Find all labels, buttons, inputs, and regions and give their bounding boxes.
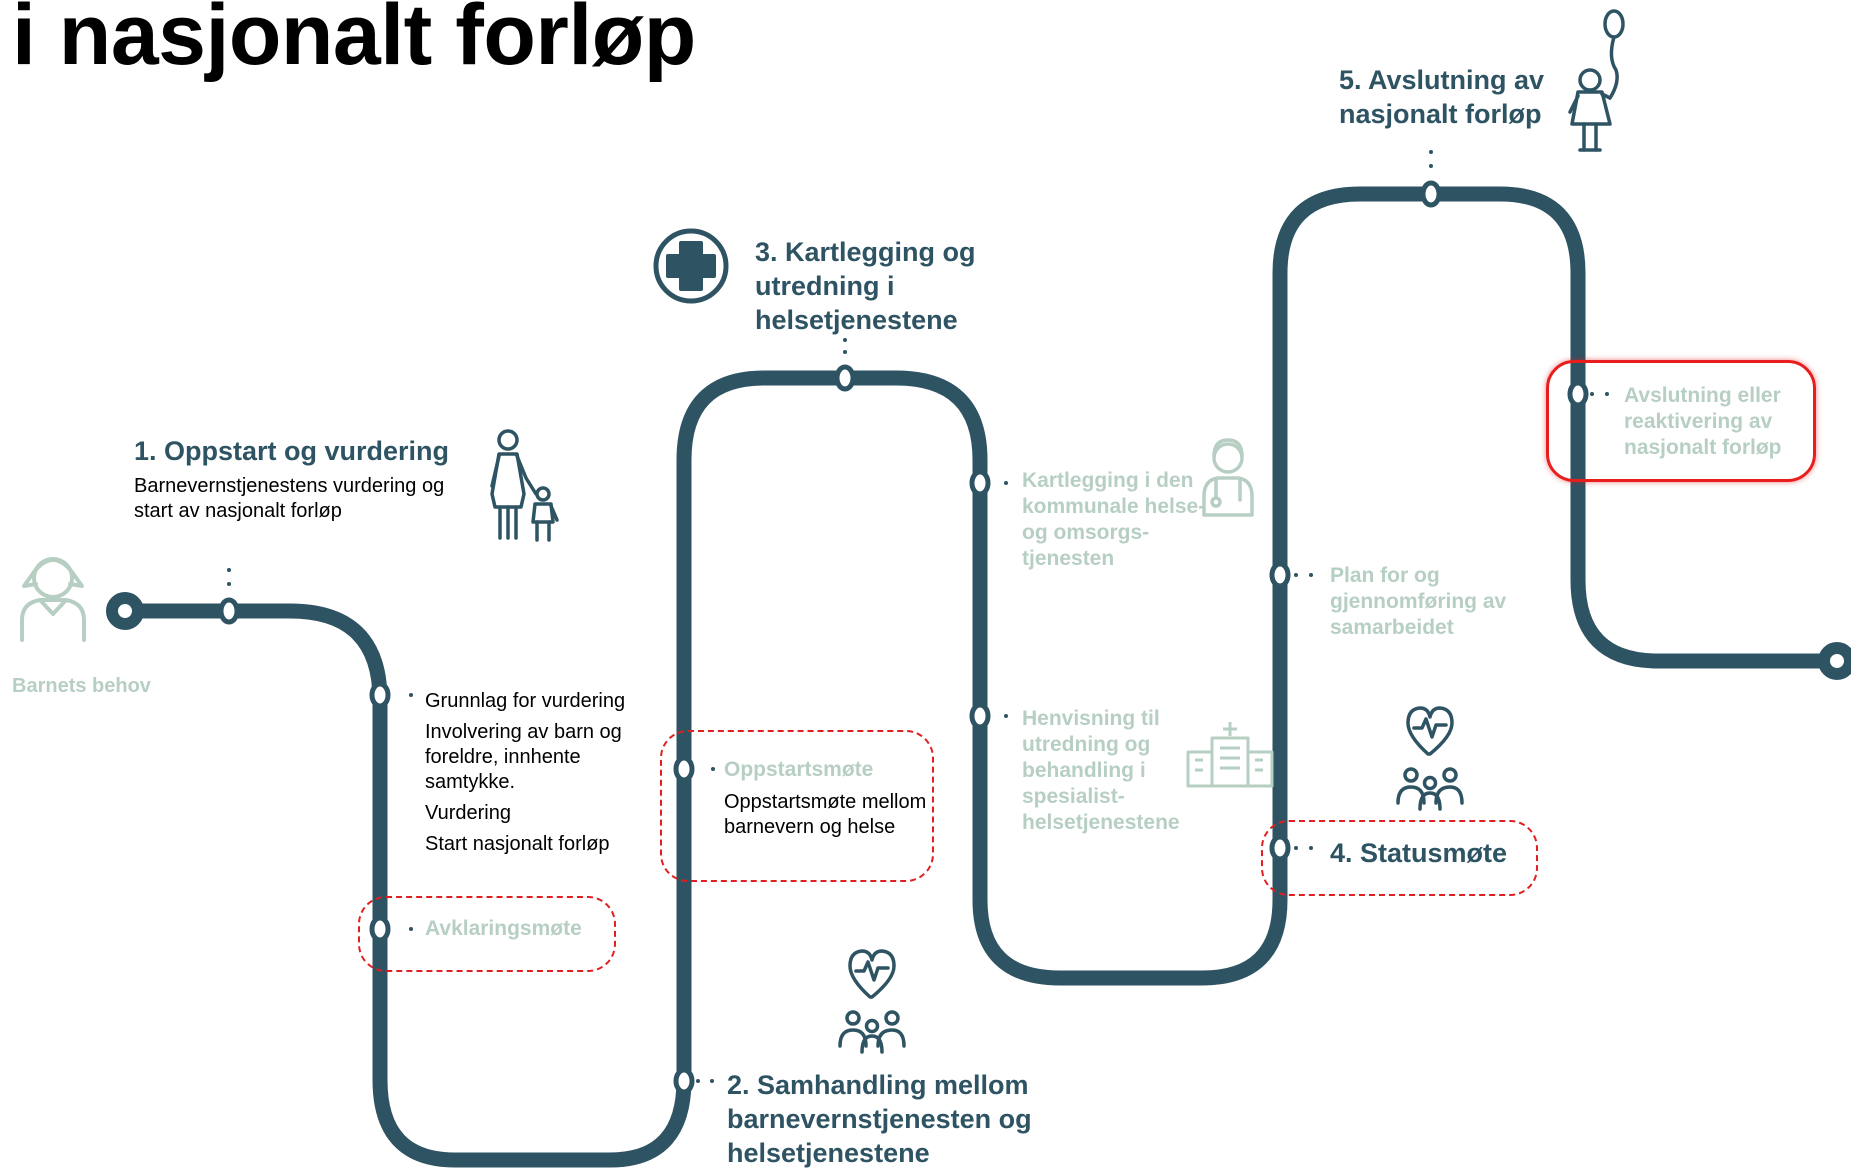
waypoint-dot (1420, 180, 1442, 208)
child-with-balloon-icon (1568, 9, 1625, 152)
page-title: i nasjonalt forløp (12, 0, 696, 83)
highlight-box (1546, 360, 1816, 482)
waypoint-dot (369, 681, 391, 709)
phase1-item: Start nasjonalt forløp (425, 833, 610, 855)
phase5-title: 5. Avslutning av nasjonalt forløp (1339, 65, 1545, 129)
phase1-item: Vurdering (425, 802, 511, 824)
highlight-box (1261, 820, 1538, 896)
start-label: Barnets behov (12, 675, 151, 697)
phase2-title: 2. Samhandling mellom barnevernstjeneste… (727, 1070, 1032, 1168)
highlight-box (358, 896, 616, 972)
highlight-box (660, 730, 934, 882)
parent-and-child-icon (490, 429, 559, 542)
hospital-icon (1186, 722, 1274, 788)
heart-and-people-icon (1396, 706, 1464, 811)
waypoint-dot (673, 755, 695, 783)
waypoint-dot (1567, 380, 1589, 408)
phase1-meeting: Avklaringsmøte (425, 917, 582, 940)
phase2-meeting-text: Oppstartsmøte mellom barnevern og helse (724, 791, 927, 838)
waypoint-dot (218, 597, 240, 625)
phase1-subtitle: Barnevernstjenestens vurdering og start … (134, 475, 445, 522)
waypoint-dot (969, 469, 991, 497)
phase1-item: Involvering av barn og foreldre, innhent… (425, 721, 622, 793)
phase4-plan: Plan for og gjennomføring av samarbeidet (1330, 564, 1507, 639)
phase3-step1: Kartlegging i den kommunale helse- og om… (1022, 469, 1206, 570)
phase3-step2: Henvisning til utredning og behandling i… (1022, 707, 1180, 834)
medical-cross-icon (653, 228, 729, 304)
phase3-title: 3. Kartlegging og utredning i helsetjene… (755, 237, 976, 335)
waypoint-dot (969, 702, 991, 730)
phase4-title: 4. Statusmøte (1330, 838, 1508, 868)
girl-icon (20, 557, 86, 642)
waypoint-dot (673, 1067, 695, 1095)
phase5-end-label: Avslutning eller reaktivering av nasjona… (1624, 384, 1782, 459)
track-end-cap (1818, 642, 1851, 680)
track-line (117, 186, 1848, 1168)
phase2-meeting-title: Oppstartsmøte (724, 758, 874, 781)
track-start-cap (106, 592, 144, 630)
phase1-title: 1. Oppstart og vurdering (134, 436, 450, 466)
phase1-items: Grunnlag for vurdering Involvering av ba… (425, 689, 635, 863)
doctor-icon (1202, 438, 1254, 517)
waypoint-dot (834, 364, 856, 392)
phase1-item: Grunnlag for vurdering (425, 690, 626, 712)
heart-and-people-icon (838, 949, 906, 1054)
waypoint-dot (1269, 561, 1291, 589)
